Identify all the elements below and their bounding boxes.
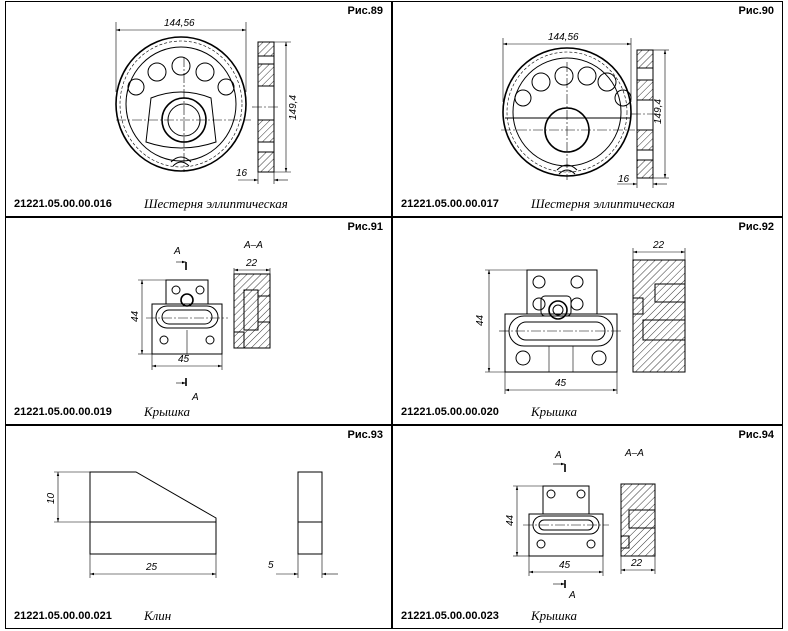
dim-depth: 22 [652, 240, 665, 251]
dim-width: 144,56 [548, 32, 579, 43]
gear-elliptic-drawing: 144,56 149,4 16 [501, 32, 669, 188]
dim-height: 44 [130, 310, 141, 322]
figure-number: Рис.90 [738, 5, 774, 17]
part-name: Крышка [531, 404, 578, 419]
dim-height: 10 [46, 492, 57, 504]
part-name: Шестерня эллиптическая [531, 196, 675, 211]
panel-fig93: Рис.93 10 25 5 21221.05.00.00.021 Клин [5, 425, 392, 629]
section-mark-bottom: А [191, 392, 199, 403]
figure-number: Рис.91 [347, 221, 383, 233]
section-title: А–А [243, 240, 263, 251]
part-name: Шестерня эллиптическая [144, 196, 288, 211]
panel-fig91: Рис.91 А А–А 44 45 А [5, 217, 392, 425]
section-mark: А [554, 450, 562, 461]
part-name: Крышка [531, 608, 578, 623]
dim-depth: 22 [630, 558, 643, 569]
part-code: 21221.05.00.00.017 [401, 198, 499, 210]
dim-depth: 22 [245, 258, 258, 269]
part-name: Крышка [144, 404, 191, 419]
figure-number: Рис.89 [347, 5, 383, 17]
dim-height: 149,4 [288, 95, 299, 120]
figure-number: Рис.93 [347, 429, 383, 441]
wedge-drawing: 10 25 5 [46, 471, 338, 578]
dim-width: 45 [178, 354, 190, 365]
dim-length: 25 [145, 562, 158, 573]
dim-width: 144,56 [164, 18, 195, 29]
dim-thickness: 16 [236, 168, 248, 179]
cover-drawing: 44 45 22 [475, 240, 686, 394]
panel-fig92: Рис.92 44 45 22 [392, 217, 783, 425]
figure-number: Рис.94 [738, 429, 774, 441]
part-code: 21221.05.00.00.023 [401, 610, 499, 622]
part-code: 21221.05.00.00.016 [14, 198, 112, 210]
part-code: 21221.05.00.00.020 [401, 406, 499, 418]
section-mark-bottom: А [568, 590, 576, 601]
dim-height: 44 [505, 514, 516, 526]
part-name: Клин [144, 608, 172, 623]
cover-drawing: А А–А 44 45 А [130, 240, 271, 403]
dim-thickness: 5 [268, 560, 274, 571]
cover-drawing: А А–А 44 45 А 22 [505, 448, 656, 601]
dim-width: 45 [559, 560, 571, 571]
gear-elliptic-drawing: 144,56 149,4 16 [115, 18, 299, 184]
section-title: А–А [624, 448, 644, 459]
part-code: 21221.05.00.00.021 [14, 610, 112, 622]
part-code: 21221.05.00.00.019 [14, 406, 112, 418]
panel-fig94: Рис.94 А А–А 44 45 А 22 [392, 425, 783, 629]
panel-fig89: Рис.89 144,56 149,4 [5, 1, 392, 217]
dim-height: 44 [475, 314, 486, 326]
dim-height: 149,4 [653, 99, 664, 124]
section-mark: А [173, 246, 181, 257]
dim-width: 45 [555, 378, 567, 389]
panel-fig90: Рис.90 144,56 149,4 16 21 [392, 1, 783, 217]
figure-number: Рис.92 [738, 221, 774, 233]
dim-thickness: 16 [618, 174, 630, 185]
